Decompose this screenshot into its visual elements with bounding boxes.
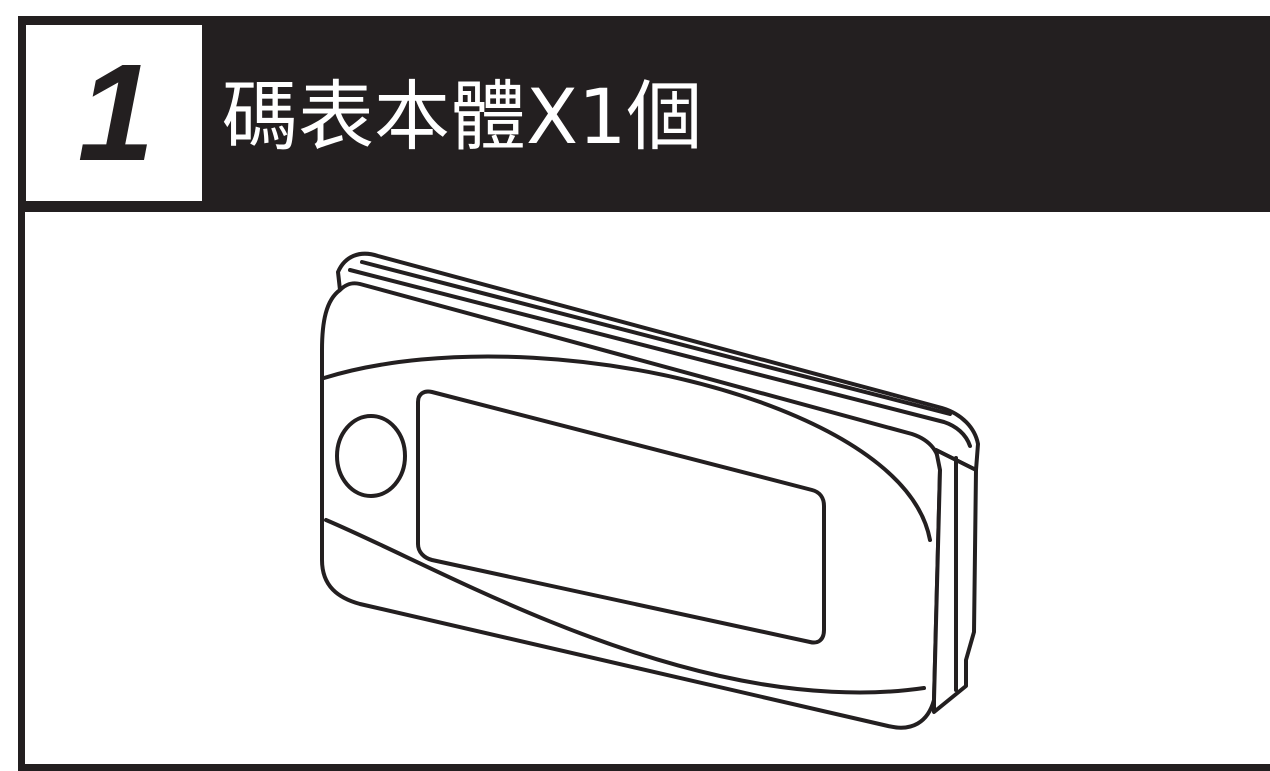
- panel-left-border: [18, 212, 25, 771]
- mode-button: [335, 414, 407, 498]
- panel-bottom-border: [18, 764, 1270, 771]
- meter-face-bezel: [322, 354, 932, 542]
- meter-rim-line-inner: [360, 260, 952, 416]
- step-title: 碼表本體X1個: [222, 72, 703, 161]
- lcd-window: [416, 389, 826, 645]
- step-number-box: 1: [26, 25, 202, 201]
- meter-rim-line: [348, 268, 972, 448]
- meter-face-bezel-lower: [324, 518, 926, 695]
- step-number: 1: [77, 36, 155, 190]
- step-header: [18, 16, 1270, 212]
